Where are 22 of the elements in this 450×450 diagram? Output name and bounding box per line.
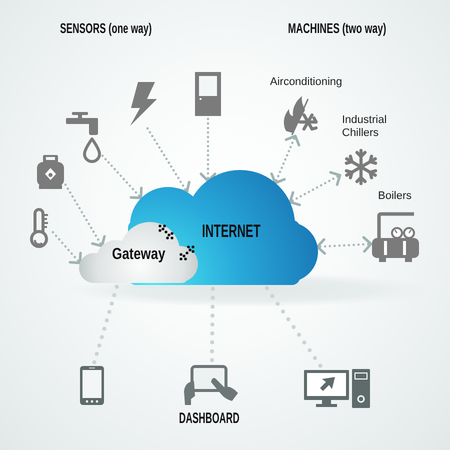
thermometer-icon	[28, 208, 51, 248]
section-heading: MACHINES (two way)	[288, 21, 386, 35]
machine-label: Boilers	[378, 190, 412, 203]
dashboard-label: DASHBOARD	[179, 411, 240, 426]
double-dotted-arrow	[270, 134, 300, 184]
section-heading: SENSORS (one way)	[60, 21, 152, 35]
dotted-arrow	[50, 228, 82, 264]
dotted-arrow	[144, 124, 190, 194]
lightning-icon	[128, 82, 158, 126]
gas-cylinder-icon	[37, 155, 64, 189]
dotted-line	[262, 283, 324, 371]
cloud-label: INTERNET	[202, 222, 260, 240]
machine-label: Airconditioning	[270, 76, 342, 89]
smartphone-icon	[80, 366, 104, 405]
desktop-computer-icon	[304, 369, 370, 409]
dotted-arrow	[62, 181, 106, 248]
machine-label: Industrial Chillers	[342, 114, 388, 140]
door-icon	[195, 72, 221, 116]
double-dotted-arrow	[288, 171, 342, 206]
faucet-drop-icon	[66, 112, 101, 163]
cloud-label: Gateway	[112, 247, 166, 263]
double-dotted-arrow	[316, 236, 372, 255]
